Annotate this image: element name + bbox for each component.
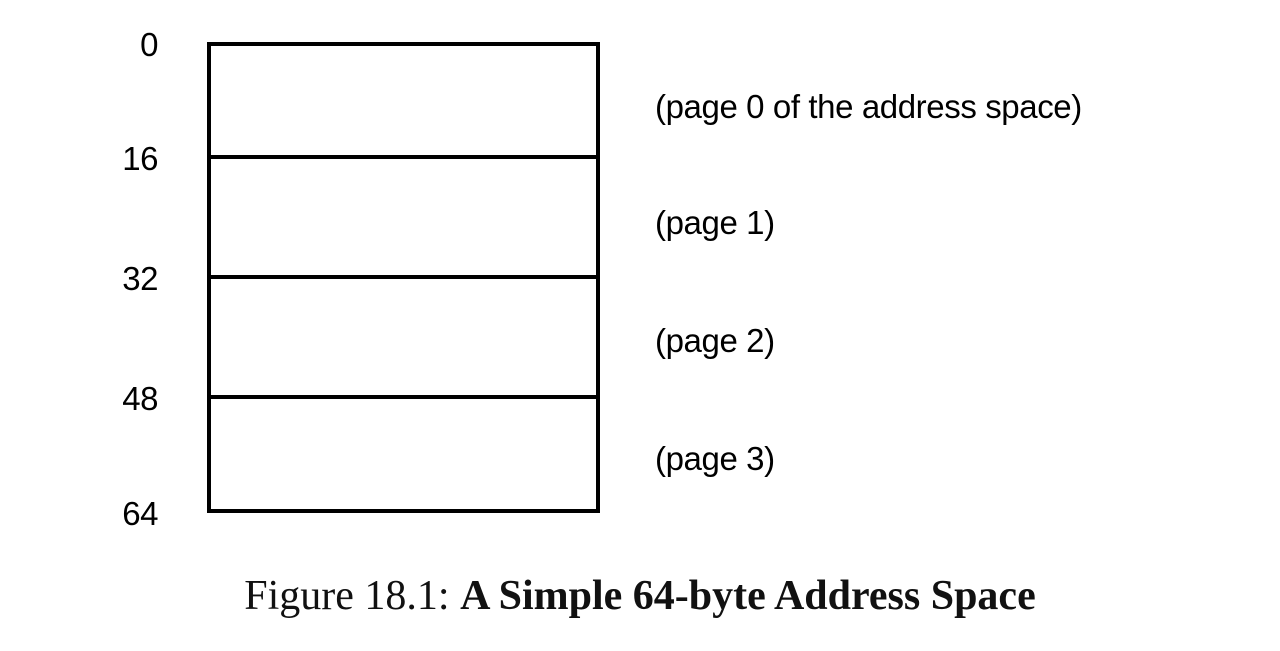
offset-label-0: 0 xyxy=(140,26,158,63)
page-divider-32 xyxy=(207,275,600,279)
figure-caption-title: A Simple 64-byte Address Space xyxy=(460,573,1036,619)
offset-label-48: 48 xyxy=(122,380,158,417)
page-divider-16 xyxy=(207,155,600,159)
page-annotation-1: (page 1) xyxy=(655,204,775,241)
offset-label-64: 64 xyxy=(122,495,158,532)
page-divider-48 xyxy=(207,395,600,399)
page-annotation-0: (page 0 of the address space) xyxy=(655,88,1082,125)
figure-caption-label: Figure 18.1: xyxy=(244,573,450,619)
offset-label-32: 32 xyxy=(122,260,158,297)
page-annotation-3: (page 3) xyxy=(655,440,775,477)
offset-label-16: 16 xyxy=(122,140,158,177)
page-annotation-2: (page 2) xyxy=(655,322,775,359)
figure-caption: Figure 18.1: A Simple 64-byte Address Sp… xyxy=(0,570,1280,622)
